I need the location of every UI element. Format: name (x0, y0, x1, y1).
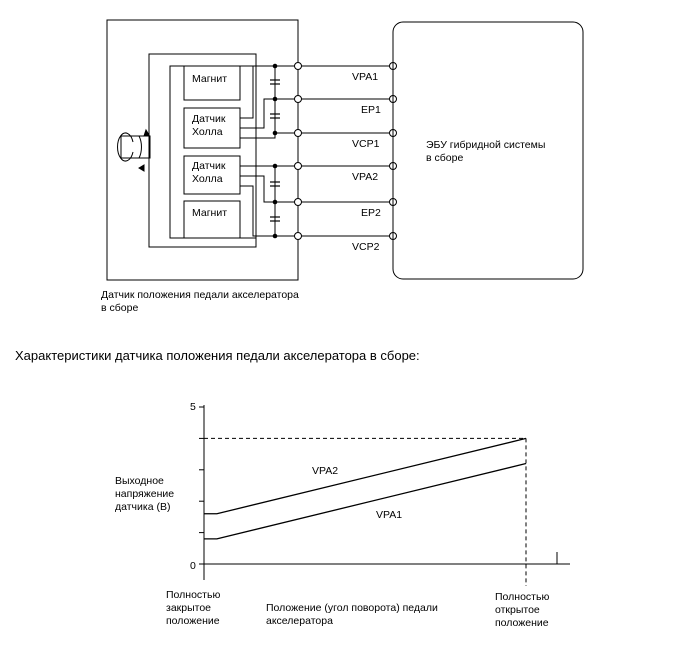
x-left-label-1: Полностью (166, 589, 220, 601)
hall-bottom-label-1: Датчик (192, 160, 226, 172)
x-right-label-2: открытое (495, 604, 540, 616)
ecu-label-2: в сборе (426, 152, 463, 164)
sensor-outer-box (106, 19, 299, 281)
hall-top-label-2: Холла (192, 126, 223, 138)
series-label-vpa1: VPA1 (376, 509, 402, 521)
x-axis-label-2: акселератора (266, 615, 333, 627)
capacitors (270, 79, 280, 222)
magnet-top-box (183, 65, 241, 101)
signal-label-vcp2: VCP2 (352, 241, 380, 253)
x-axis-label-1: Положение (угол поворота) педали (266, 602, 438, 614)
x-left-label-3: положение (166, 615, 220, 627)
x-right-label-1: Полностью (495, 591, 549, 603)
sensor-assembly (106, 19, 299, 281)
series-label-vpa2: VPA2 (312, 465, 338, 477)
series-line-vpa1 (204, 462, 527, 540)
connector-terminals (294, 62, 397, 240)
junction-dots (272, 63, 278, 239)
rotation-shaft-icon (117, 128, 151, 172)
ecu-box (392, 21, 584, 280)
y-tick-5: 5 (190, 401, 196, 413)
signal-lines (298, 65, 393, 237)
sensor-caption-1: Датчик положения педали акселератора (101, 289, 299, 301)
hall-bottom-label-2: Холла (192, 173, 223, 185)
magnet-bottom-box (183, 200, 241, 239)
signal-label-ep1: EP1 (361, 104, 381, 116)
voltage-chart (199, 405, 570, 586)
y-axis-label-3: датчика (В) (115, 501, 170, 513)
y-axis-label-1: Выходное (115, 475, 164, 487)
chart-axes (199, 405, 570, 586)
hall-sensor-bottom-box (183, 155, 241, 195)
y-tick-0: 0 (190, 560, 196, 572)
section-title: Характеристики датчика положения педали … (15, 348, 420, 363)
magnet-bottom-label: Магнит (192, 207, 227, 219)
magnet-top-label: Магнит (192, 73, 227, 85)
ecu-label-1: ЭБУ гибридной системы (426, 139, 545, 151)
y-axis-label-2: напряжение (115, 488, 174, 500)
signal-label-vpa2: VPA2 (352, 171, 378, 183)
sensor-caption-2: в сборе (101, 302, 138, 314)
x-left-label-2: закрытое (166, 602, 211, 614)
x-right-label-3: положение (495, 617, 549, 629)
series-line-vpa2 (204, 437, 527, 515)
signal-label-vcp1: VCP1 (352, 138, 380, 150)
signal-label-ep2: EP2 (361, 207, 381, 219)
signal-label-vpa1: VPA1 (352, 71, 378, 83)
hall-top-label-1: Датчик (192, 113, 226, 125)
internal-wiring (240, 65, 298, 237)
chart-series (204, 437, 527, 540)
